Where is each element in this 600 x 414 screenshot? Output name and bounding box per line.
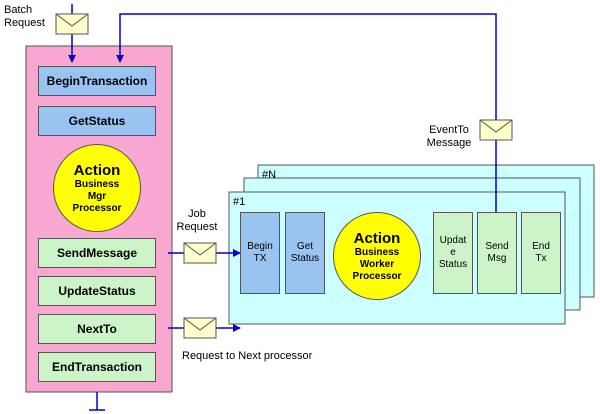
event-to-message-label: EventTo Message — [426, 124, 472, 149]
worker-send-msg-step: Send Msg — [477, 212, 517, 294]
manager-processor: Action Business Mgr Processor — [53, 144, 141, 232]
envelope-icon — [479, 119, 513, 141]
worker-stack-label-front: #1 — [233, 196, 246, 208]
worker-processor: Action Business Worker Processor — [333, 212, 421, 300]
next-to-step: NextTo — [38, 314, 156, 344]
send-message-step: SendMessage — [38, 238, 156, 268]
begin-transaction-step: BeginTransaction — [38, 66, 156, 96]
worker-processor-title: Action — [353, 229, 401, 247]
worker-get-status-step: Get Status — [285, 212, 325, 294]
worker-stack-label-back: #N — [262, 169, 277, 181]
envelope-icon — [183, 317, 217, 339]
worker-end-tx-step: End Tx — [521, 212, 561, 294]
worker-update-status-step: Updat e Status — [433, 212, 473, 294]
event-loop-line — [116, 13, 497, 212]
job-request-label: Job Request — [176, 208, 218, 233]
end-transaction-step: EndTransaction — [38, 352, 156, 382]
next-processor-label: Request to Next processor — [182, 350, 313, 362]
batch-request-label: Batch Request — [4, 4, 45, 29]
manager-processor-title: Action — [73, 161, 121, 179]
update-status-step: UpdateStatus — [38, 276, 156, 306]
worker-begin-tx-step: Begin TX — [240, 212, 280, 294]
envelope-icon — [183, 242, 217, 264]
envelope-icon — [55, 13, 89, 35]
manager-processor-subtitle: Business Mgr Processor — [72, 178, 122, 214]
get-status-step: GetStatus — [38, 106, 156, 136]
worker-processor-subtitle: Business Worker Processor — [352, 246, 402, 282]
